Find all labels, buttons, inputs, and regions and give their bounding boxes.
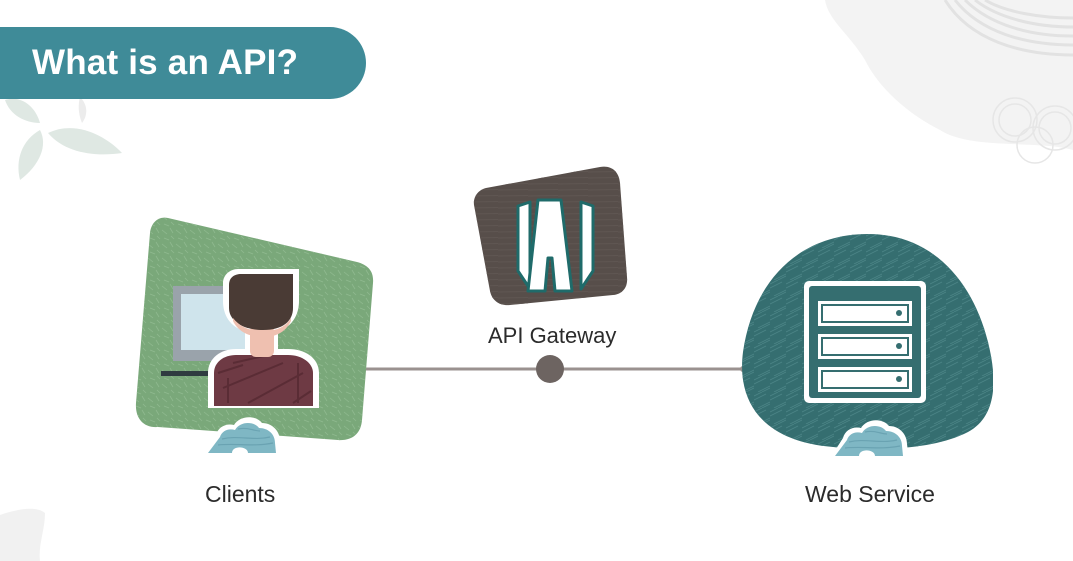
slide-title: What is an API? (32, 43, 299, 82)
web-service-label: Web Service (805, 481, 935, 507)
api-gateway-node (468, 163, 633, 318)
clients-cloud-icon (202, 417, 282, 457)
person-at-computer-icon (135, 217, 374, 441)
server-rack-icon (804, 281, 926, 403)
clients-node (133, 213, 378, 463)
clients-label: Clients (205, 481, 276, 507)
title-banner: What is an API? (0, 27, 366, 99)
web-service-cloud-icon (829, 420, 909, 460)
background-decoration-top-right (825, 0, 1073, 164)
background-decoration-bottom-left (0, 508, 45, 561)
gateway-node-dot (536, 355, 564, 383)
leaf-decoration (5, 97, 122, 180)
api-gateway-label: API Gateway (488, 323, 617, 348)
api-gateway-logo-icon (473, 166, 628, 306)
